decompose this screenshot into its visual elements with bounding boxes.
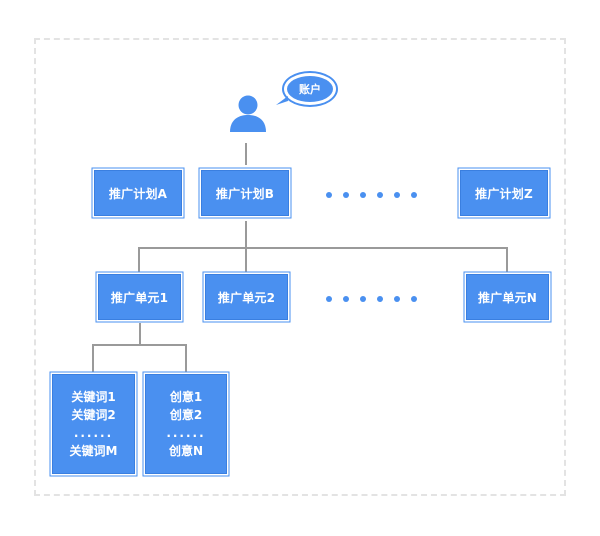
keyword-ellipsis: ...... xyxy=(73,426,114,440)
connector-creative-drop xyxy=(185,344,187,372)
connector-leaf-bus xyxy=(92,344,187,346)
plan-ellipsis-dots xyxy=(326,192,417,198)
connector-unit2-drop xyxy=(245,247,247,272)
keyword-box: 关键词1 关键词2 ...... 关键词M xyxy=(52,374,135,474)
keyword-1: 关键词1 xyxy=(71,390,116,404)
connector-account-plan xyxy=(245,143,247,165)
connector-unitN-drop xyxy=(506,247,508,272)
unit-box-2: 推广单元2 xyxy=(205,274,288,320)
connector-unit-bus xyxy=(138,247,508,249)
creative-n: 创意N xyxy=(168,444,204,458)
connector-unit1-down xyxy=(139,323,141,345)
unit-label-2: 推广单元2 xyxy=(217,290,276,305)
plan-box-b: 推广计划B xyxy=(201,170,289,216)
bubble-tail-icon xyxy=(276,96,288,105)
plan-box-a: 推广计划A xyxy=(94,170,182,216)
unit-label-n: 推广单元N xyxy=(477,290,538,305)
user-icon xyxy=(230,95,266,132)
plan-box-z: 推广计划Z xyxy=(460,170,548,216)
diagram-frame xyxy=(34,38,566,496)
unit-box-1: 推广单元1 xyxy=(98,274,181,320)
connector-unit1-drop xyxy=(138,247,140,272)
creative-1: 创意1 xyxy=(169,390,203,404)
connector-plan-trunk xyxy=(245,221,247,248)
creative-ellipsis: ...... xyxy=(166,426,206,440)
unit-box-n: 推广单元N xyxy=(466,274,549,320)
account-label: 账户 xyxy=(299,83,321,96)
plan-label-z: 推广计划Z xyxy=(475,186,533,201)
keyword-2: 关键词2 xyxy=(71,408,116,422)
creative-box: 创意1 创意2 ...... 创意N xyxy=(145,374,227,474)
plan-label-a: 推广计划A xyxy=(108,186,168,201)
keyword-m: 关键词M xyxy=(69,444,118,458)
plan-label-b: 推广计划B xyxy=(215,186,275,201)
creative-2: 创意2 xyxy=(169,408,203,422)
unit-label-1: 推广单元1 xyxy=(110,290,169,305)
account-bubble: 账户 xyxy=(282,71,338,107)
connector-keyword-drop xyxy=(92,344,94,372)
unit-ellipsis-dots xyxy=(326,296,417,302)
